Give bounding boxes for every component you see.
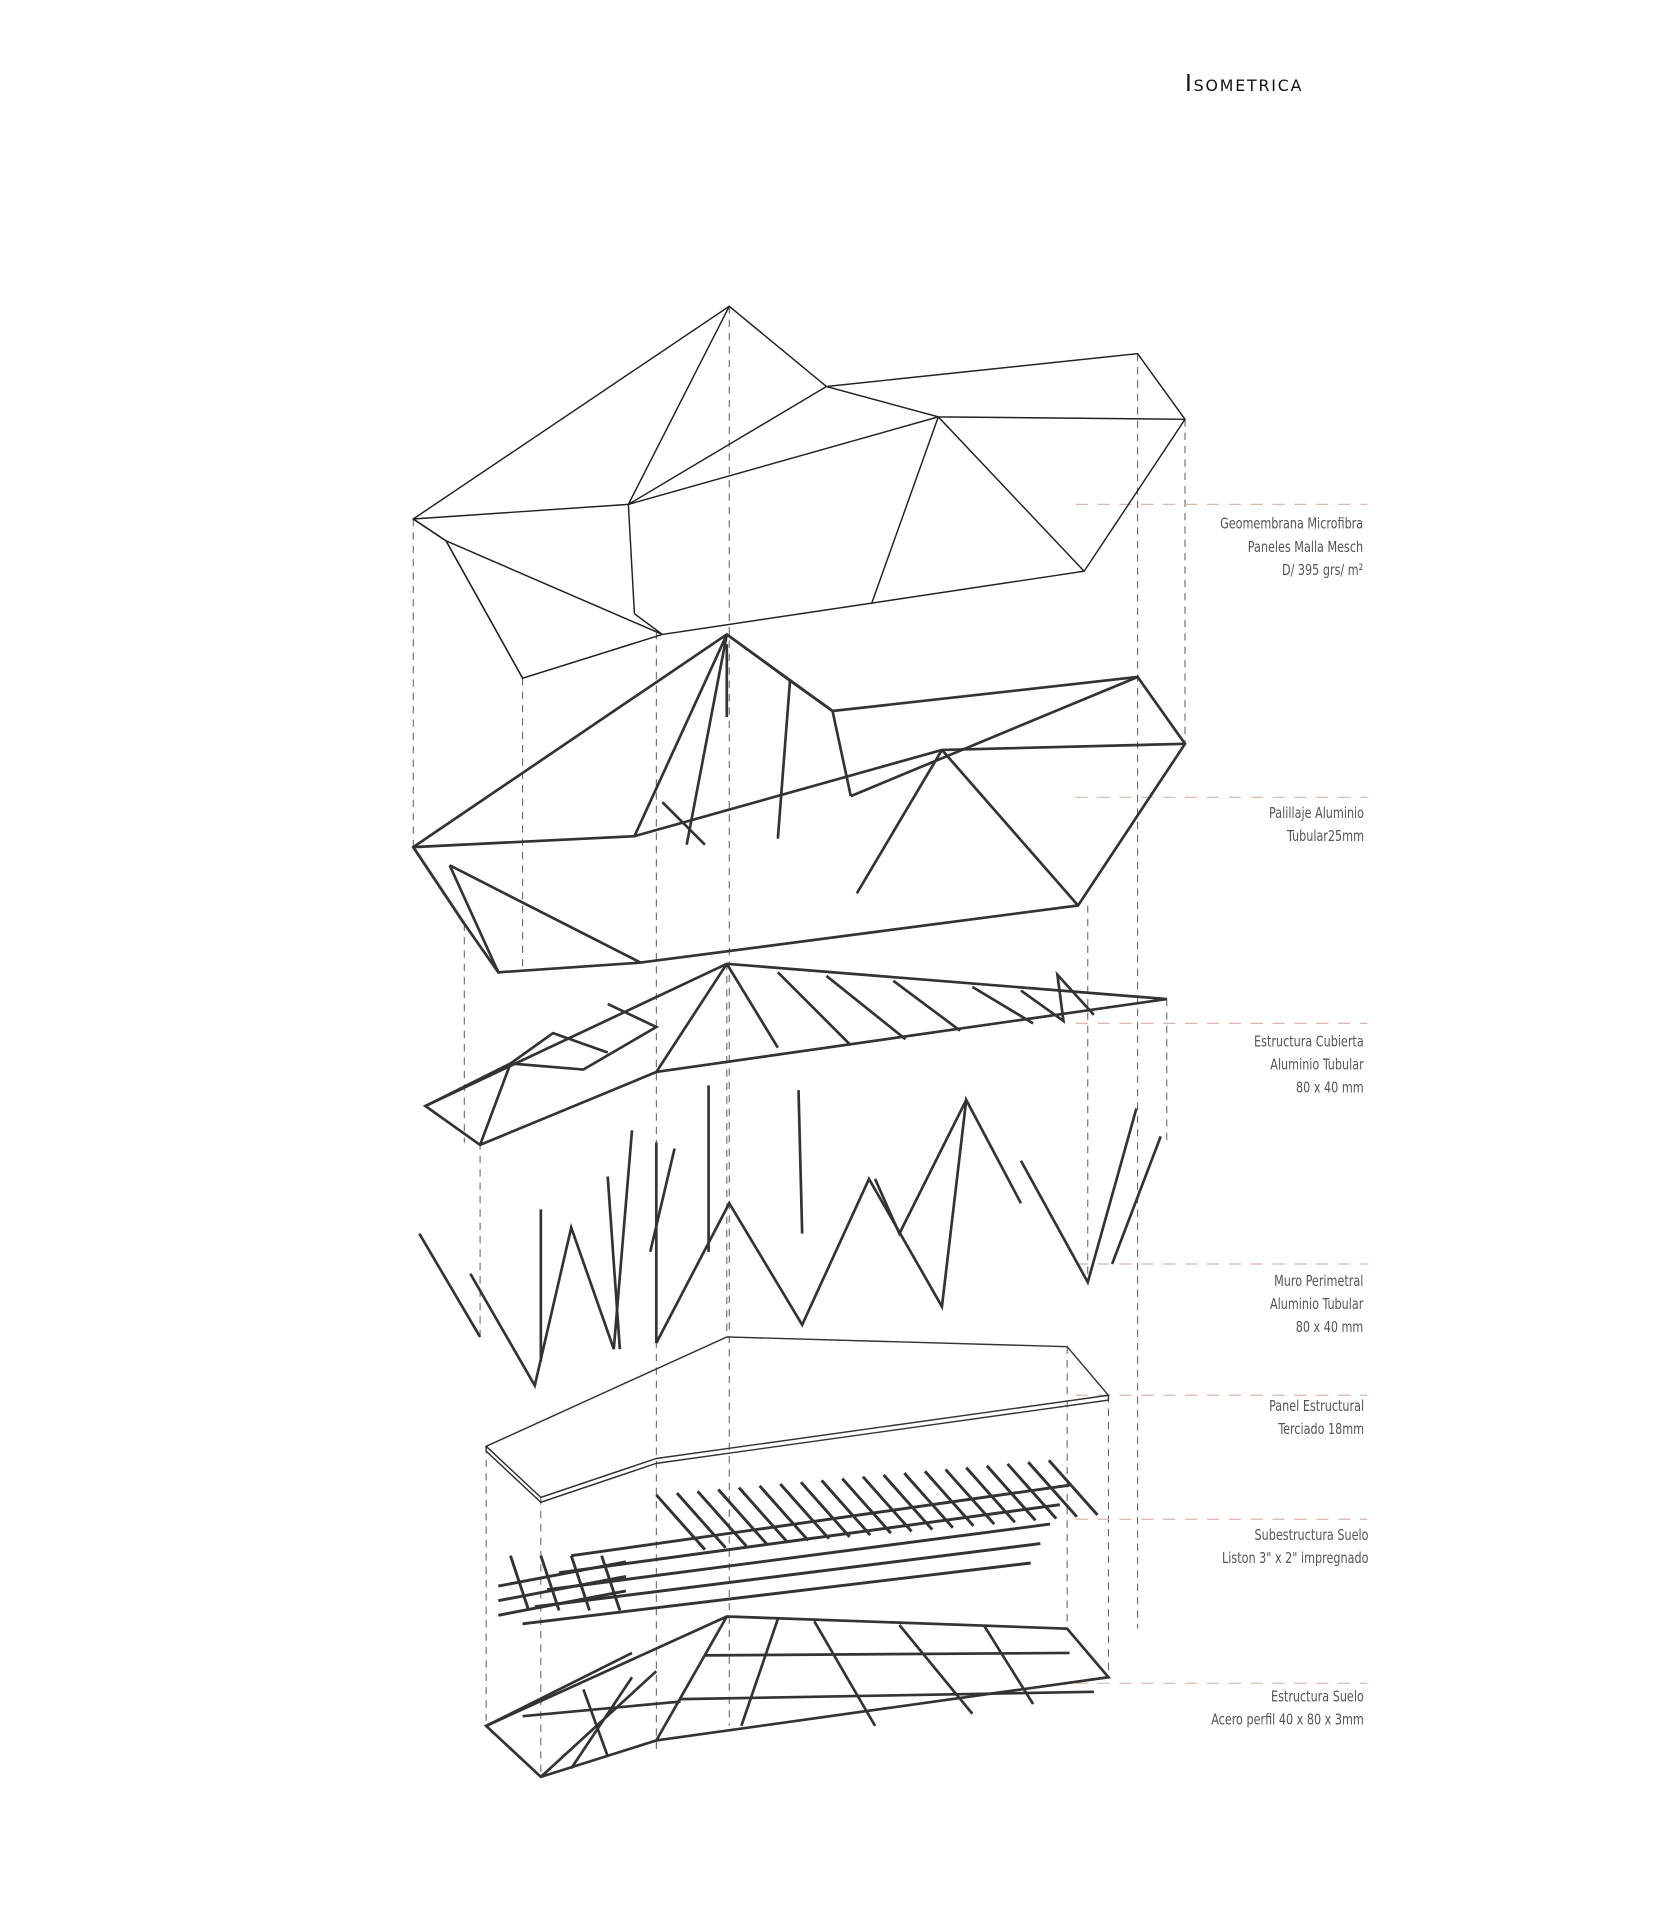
joist <box>923 1470 975 1527</box>
joist <box>498 1574 627 1603</box>
joist <box>882 1473 934 1531</box>
label-line: Liston 3" x 2" impregnado <box>1222 1548 1369 1567</box>
layer-floor-substructure <box>498 1459 1099 1626</box>
label-line: 80 x 40 mm <box>1296 1317 1364 1336</box>
layer-roof-structure <box>422 962 1167 1147</box>
label-line: D/ 395 grs/ m² <box>1282 560 1364 579</box>
joist <box>1006 1462 1058 1520</box>
label-line: 80 x 40 mm <box>1296 1078 1364 1097</box>
joist <box>571 1483 1070 1558</box>
label-line: Tubular25mm <box>1286 826 1364 845</box>
joist <box>820 1479 872 1537</box>
joist <box>522 1561 1031 1626</box>
joist <box>965 1466 1016 1524</box>
label-line: Acero perfil 40 x 80 x 3mm <box>1211 1710 1364 1729</box>
joist <box>779 1483 830 1540</box>
joist <box>534 1542 1041 1609</box>
joist <box>558 1503 1061 1575</box>
joist <box>944 1468 996 1526</box>
layer-aluminium-rods <box>411 632 1187 974</box>
layer-floor-structure <box>483 1615 1112 1779</box>
joist <box>799 1481 851 1538</box>
label-structural-panel: Panel Estructural Terciado 18mm <box>1269 1394 1364 1440</box>
joist <box>985 1464 1037 1522</box>
joist <box>675 1492 727 1549</box>
label-line: Muro Perimetral <box>1274 1271 1364 1290</box>
joist <box>1047 1459 1099 1516</box>
layer-structural-panel <box>484 1336 1110 1504</box>
label-membrane: Geomembrana Microfibra Paneles Malla Mes… <box>1221 512 1364 581</box>
joist <box>861 1475 913 1533</box>
joist <box>546 1522 1051 1592</box>
joist <box>758 1484 810 1542</box>
projection-lines <box>412 306 1186 1777</box>
label-floor-structure: Estructura Suelo Acero perfil 40 x 80 x … <box>1211 1685 1364 1731</box>
label-line: Aluminio Tubular <box>1270 1054 1364 1074</box>
label-line: Estructura Suelo <box>1270 1686 1364 1706</box>
drawing-title: Isometrica <box>1185 70 1304 98</box>
label-aluminium-rods: Palillaje Aluminio Tubular25mm <box>1269 801 1364 847</box>
joist <box>841 1477 892 1535</box>
label-leaders <box>1075 503 1368 1684</box>
joist <box>569 1555 591 1611</box>
label-line: Palillaje Aluminio <box>1268 803 1364 822</box>
joist <box>600 1555 622 1611</box>
joist <box>717 1488 769 1546</box>
label-perimeter-wall: Muro Perimetral Aluminio Tubular 80 x 40… <box>1270 1269 1363 1338</box>
joist <box>655 1493 707 1551</box>
label-line: Estructura Cubierta <box>1254 1031 1364 1051</box>
label-line: Aluminio Tubular <box>1270 1294 1364 1313</box>
joist <box>737 1486 789 1544</box>
joist <box>498 1589 627 1617</box>
label-floor-substructure: Subestructura Suelo Liston 3" x 2" impre… <box>1222 1523 1368 1569</box>
joist <box>1027 1461 1078 1518</box>
label-line: Terciado 18mm <box>1277 1419 1364 1438</box>
layer-perimeter-wall <box>418 1085 1162 1390</box>
label-line: Subestructura Suelo <box>1254 1525 1369 1544</box>
joist <box>509 1555 531 1611</box>
joist <box>903 1472 954 1529</box>
label-roof-structure: Estructura Cubierta Aluminio Tubular 80 … <box>1254 1029 1364 1098</box>
layer-membrane <box>411 305 1186 680</box>
label-line: Paneles Malla Mesch <box>1248 537 1364 556</box>
label-line: Panel Estructural <box>1268 1396 1364 1415</box>
joist <box>696 1490 748 1547</box>
joist <box>539 1555 561 1611</box>
label-line: Geomembrana Microfibra <box>1220 514 1364 533</box>
